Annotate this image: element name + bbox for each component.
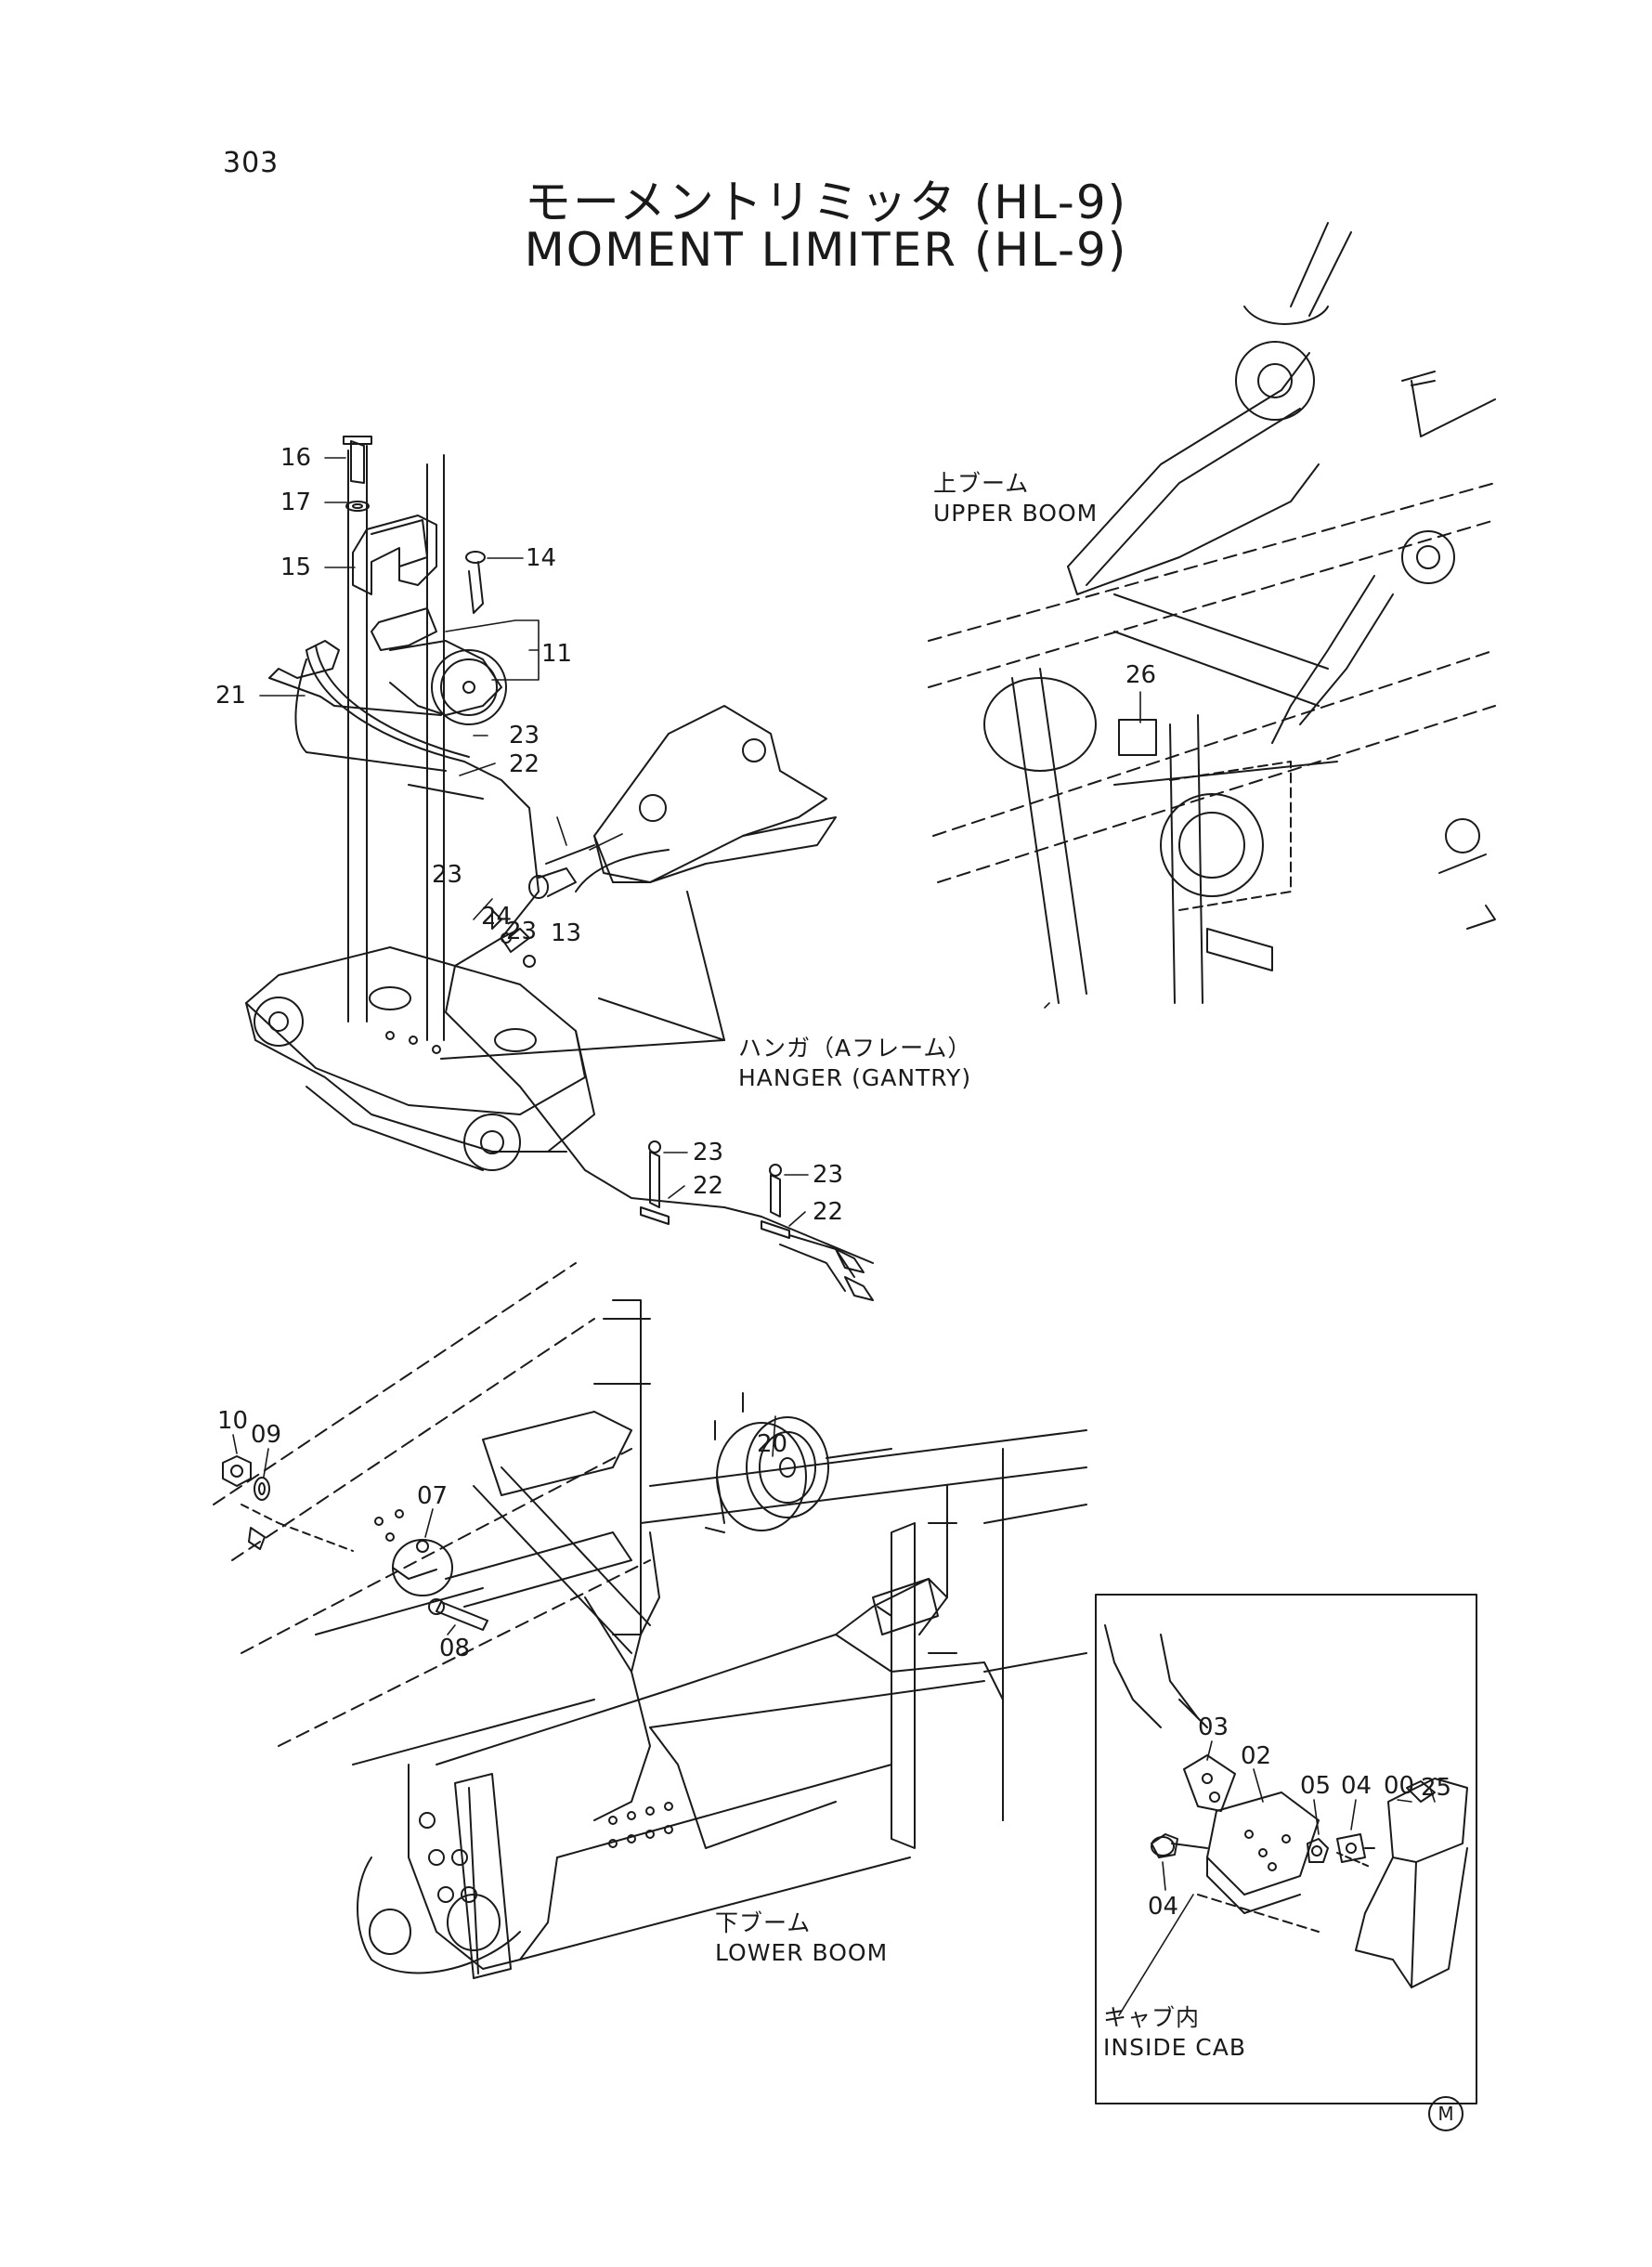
inside-cab-label-en: INSIDE CAB bbox=[1103, 2034, 1247, 2061]
callout-04b: 04 bbox=[1148, 1893, 1179, 1921]
callout-22a: 22 bbox=[509, 750, 540, 778]
hanger-label-en: HANGER (GANTRY) bbox=[738, 1064, 972, 1091]
callout-leaders bbox=[232, 457, 1436, 2016]
hanger-gantry-drawing bbox=[245, 445, 837, 1171]
inside-cab-label-ja: キャブ内 bbox=[1103, 2004, 1201, 2031]
callout-23d: 23 bbox=[693, 1139, 724, 1166]
lower-boom-hardware bbox=[222, 1455, 270, 1501]
lower-boom-label-ja: 下ブーム bbox=[715, 1909, 812, 1936]
inside-cab-panel bbox=[1095, 1594, 1477, 2104]
lower-boom-drawing bbox=[213, 1262, 1087, 1979]
upper-boom-label-en: UPPER BOOM bbox=[933, 500, 1099, 527]
callout-22c: 22 bbox=[813, 1198, 844, 1226]
title-japanese: モーメントリミッタ (HL-9) bbox=[524, 176, 1128, 229]
hanger-label-ja: ハンガ（Aフレーム） bbox=[738, 1035, 972, 1062]
circled-m-mark: M bbox=[1428, 2096, 1463, 2131]
callout-10: 10 bbox=[217, 1407, 249, 1435]
callout-03: 03 bbox=[1198, 1713, 1229, 1741]
callout-09: 09 bbox=[251, 1421, 282, 1449]
callout-08: 08 bbox=[439, 1635, 471, 1662]
callout-24: 24 bbox=[481, 903, 513, 931]
lower-boom-label-en: LOWER BOOM bbox=[715, 1939, 889, 1966]
callout-02: 02 bbox=[1241, 1742, 1272, 1770]
callout-20: 20 bbox=[757, 1430, 788, 1458]
callout-23c: 23 bbox=[506, 918, 538, 945]
callout-21: 21 bbox=[215, 682, 247, 710]
gantry-hardware bbox=[268, 436, 874, 1301]
callout-07: 07 bbox=[417, 1482, 449, 1510]
callout-05: 05 bbox=[1300, 1772, 1332, 1800]
callout-11: 11 bbox=[541, 640, 573, 668]
callout-17: 17 bbox=[280, 489, 312, 516]
callout-04a: 04 bbox=[1341, 1772, 1372, 1800]
callout-26: 26 bbox=[1125, 661, 1157, 689]
title-english: MOMENT LIMITER (HL-9) bbox=[524, 223, 1128, 277]
upper-boom-drawing bbox=[928, 222, 1496, 1004]
callout-25: 25 bbox=[1421, 1774, 1452, 1802]
page-number: 303 bbox=[223, 147, 280, 179]
callout-15: 15 bbox=[280, 554, 312, 581]
callout-14: 14 bbox=[526, 544, 557, 572]
callout-00: 00 bbox=[1384, 1772, 1415, 1800]
callout-13: 13 bbox=[551, 919, 582, 947]
upper-boom-label-ja: 上ブーム bbox=[933, 470, 1030, 497]
callout-23e: 23 bbox=[813, 1161, 844, 1189]
callout-22b: 22 bbox=[693, 1172, 724, 1200]
callout-23a: 23 bbox=[509, 722, 540, 749]
callout-23b: 23 bbox=[432, 861, 463, 889]
callout-16: 16 bbox=[280, 444, 312, 472]
